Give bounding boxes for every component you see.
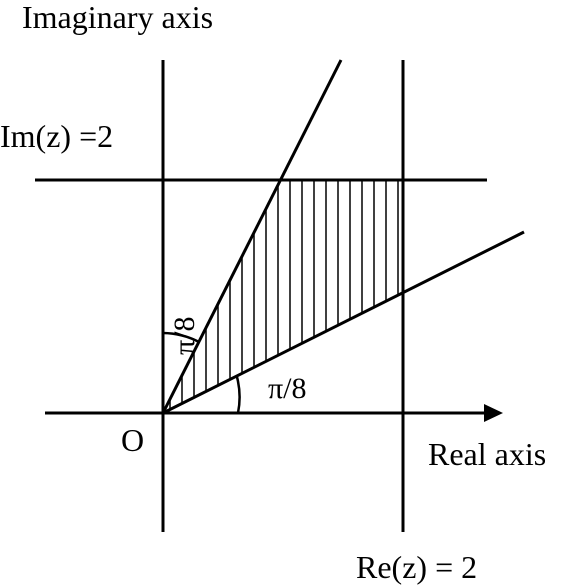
imaginary-axis-label: Imaginary axis (22, 0, 213, 35)
re-line-label: Re(z) = 2 (356, 549, 477, 585)
lower-angle-label: π/8 (268, 372, 306, 405)
real-axis-arrowhead (484, 404, 503, 422)
upper-ray-line (161, 59, 343, 414)
lower-angle-arc (235, 376, 241, 414)
real-axis-label: Real axis (428, 436, 546, 472)
upper-angle-arc (162, 331, 200, 344)
im-line-label: Im(z) =2 (0, 118, 113, 154)
origin-label: O (121, 422, 144, 458)
lower-ray-line (162, 230, 525, 415)
upper-angle-label: π/8 (168, 317, 201, 355)
